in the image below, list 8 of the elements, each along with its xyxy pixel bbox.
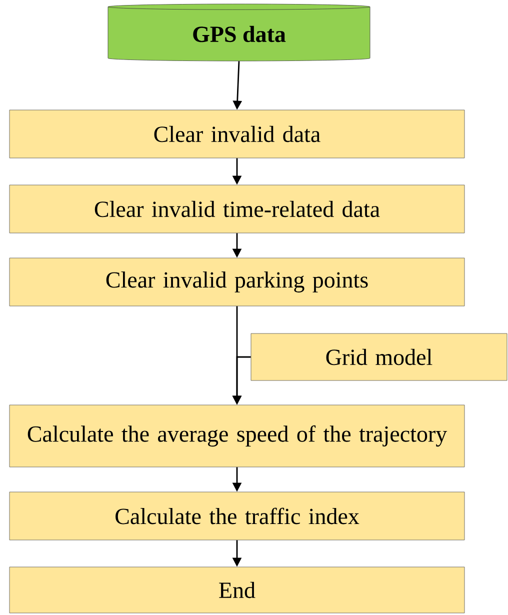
database-cylinder: GPS data: [108, 4, 370, 62]
process-box: Calculate the traffic index: [9, 492, 465, 540]
process-box: Clear invalid time-related data: [9, 184, 465, 234]
process-box: Clear invalid parking points: [9, 258, 465, 306]
process-box: Clear invalid data: [9, 110, 465, 158]
process-box: Grid model: [250, 333, 508, 381]
process-box: Calculate the average speed of the trajectory: [9, 404, 465, 468]
process-box: End: [9, 566, 465, 614]
